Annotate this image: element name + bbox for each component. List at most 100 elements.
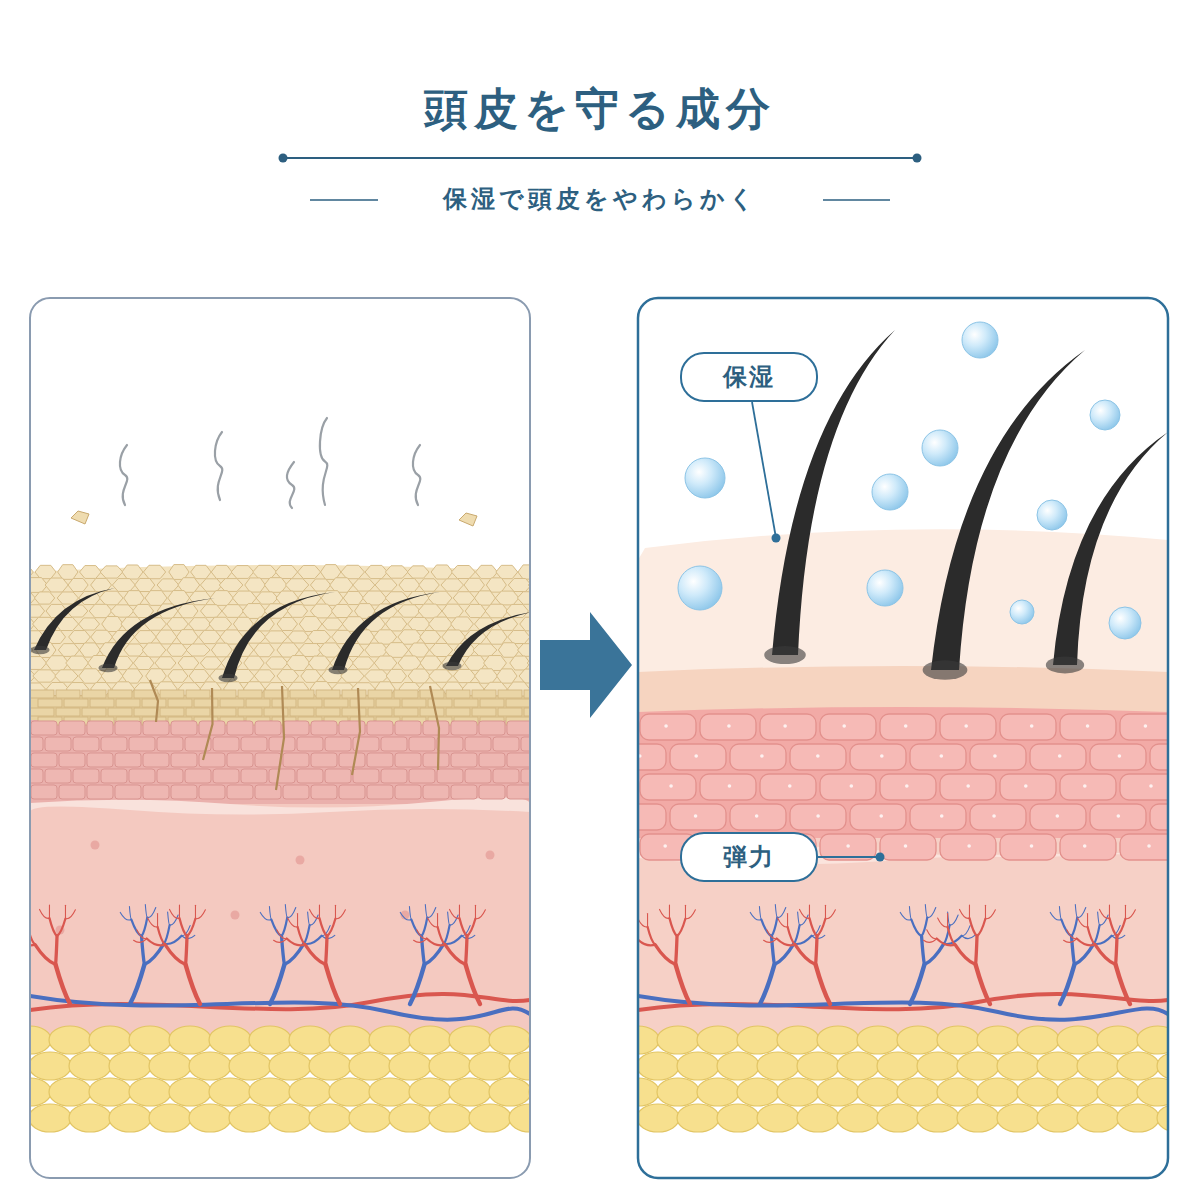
blood-vessel — [948, 927, 956, 945]
skin-cell — [87, 753, 113, 767]
dry-cell — [508, 630, 530, 643]
skin-cell — [143, 721, 169, 735]
blood-vessel — [310, 909, 320, 918]
skin-cell — [241, 737, 267, 751]
fat-cell — [1057, 1078, 1099, 1106]
skin-cell — [381, 769, 407, 783]
dry-cell — [506, 699, 530, 707]
blood-vessel — [669, 905, 670, 918]
dry-cell — [365, 670, 389, 682]
dry-cell — [496, 565, 518, 578]
fat-cell — [129, 1026, 171, 1054]
skin-cell — [670, 804, 726, 830]
skin-cell — [880, 774, 936, 800]
fat-cell — [30, 1052, 71, 1080]
cell-highlight — [816, 814, 820, 818]
cell-highlight — [669, 784, 673, 788]
skin-cell — [297, 769, 323, 783]
blood-vessel — [761, 920, 771, 937]
fat-cell — [877, 1052, 919, 1080]
blood-vessel — [809, 905, 810, 918]
water-bubble — [685, 458, 725, 498]
blood-vessel — [1072, 918, 1078, 937]
dry-cell — [89, 604, 112, 617]
fat-cell — [289, 1078, 331, 1106]
dry-cell — [451, 617, 474, 631]
fat-cell — [797, 1052, 839, 1080]
dry-cell — [176, 630, 198, 645]
dry-cell — [56, 708, 80, 716]
skin-cell — [640, 774, 696, 800]
dry-cell — [30, 708, 54, 716]
blood-vessel — [284, 944, 303, 965]
blood-vessel — [56, 965, 70, 1004]
blood-vessel — [795, 945, 815, 965]
dry-cell — [420, 708, 444, 716]
skin-cell — [1000, 714, 1056, 740]
dry-cell — [441, 579, 463, 591]
fat-cell — [937, 1078, 979, 1106]
cell-highlight — [816, 754, 820, 758]
blood-vessel — [1087, 914, 1088, 927]
cell-highlight — [842, 724, 846, 728]
blood-vessel — [271, 920, 281, 937]
dry-cell — [498, 643, 519, 657]
blood-vessel — [326, 936, 327, 965]
blood-vessel — [444, 925, 450, 944]
skin-cell — [171, 785, 197, 799]
blood-vessel — [40, 909, 50, 918]
fat-cell — [329, 1078, 371, 1106]
fat-cell — [1117, 1052, 1159, 1080]
fat-cell — [349, 1052, 391, 1080]
cell-highlight — [940, 814, 944, 818]
dry-cell — [431, 565, 453, 579]
blood-vessel — [195, 905, 196, 918]
blood-vessel — [1116, 965, 1130, 1004]
skin-cell — [213, 737, 239, 751]
fat-cell — [857, 1026, 899, 1054]
blood-vessel — [638, 918, 648, 927]
skin-cell — [157, 737, 183, 751]
blood-vessel — [186, 936, 187, 965]
blood-vessel — [794, 936, 812, 944]
blood-vessel — [437, 914, 438, 927]
cell-highlight — [1144, 724, 1148, 728]
dry-cell — [209, 617, 232, 630]
dry-cell — [102, 617, 123, 632]
dry-cell — [167, 644, 187, 657]
blood-vessel — [335, 905, 336, 918]
blood-vessel — [977, 919, 985, 936]
skin-cell — [129, 737, 155, 751]
dry-cell — [124, 644, 145, 656]
dry-cell — [56, 690, 80, 698]
skin-cell — [423, 721, 449, 735]
fat-cell — [89, 1078, 131, 1106]
blood-vessel — [130, 965, 144, 1004]
dry-cell — [186, 644, 210, 656]
blood-vessel — [962, 926, 971, 936]
fat-cell — [737, 1078, 779, 1106]
fat-cell — [757, 1104, 799, 1132]
blood-vessel — [424, 944, 443, 965]
blood-vessel — [1078, 918, 1088, 927]
dry-cell — [472, 690, 496, 698]
blood-vessel — [57, 919, 65, 936]
blood-vessel — [65, 910, 75, 919]
dry-cell — [219, 579, 243, 592]
dry-cell — [394, 708, 418, 716]
skin-cell — [940, 774, 996, 800]
skin-cell — [73, 737, 99, 751]
skin-cell — [227, 721, 253, 735]
dry-cell — [33, 670, 57, 682]
dermis-dot — [296, 856, 305, 865]
dry-cell — [350, 699, 374, 707]
dry-cell — [100, 566, 123, 578]
fat-cell — [757, 1052, 799, 1080]
blood-vessel — [35, 945, 55, 965]
cell-highlight — [1149, 784, 1153, 788]
blood-vessel — [685, 910, 695, 919]
dry-cell — [79, 643, 100, 657]
cell-highlight — [846, 844, 850, 848]
blood-vessel — [1117, 919, 1125, 936]
dry-cell — [66, 656, 89, 670]
